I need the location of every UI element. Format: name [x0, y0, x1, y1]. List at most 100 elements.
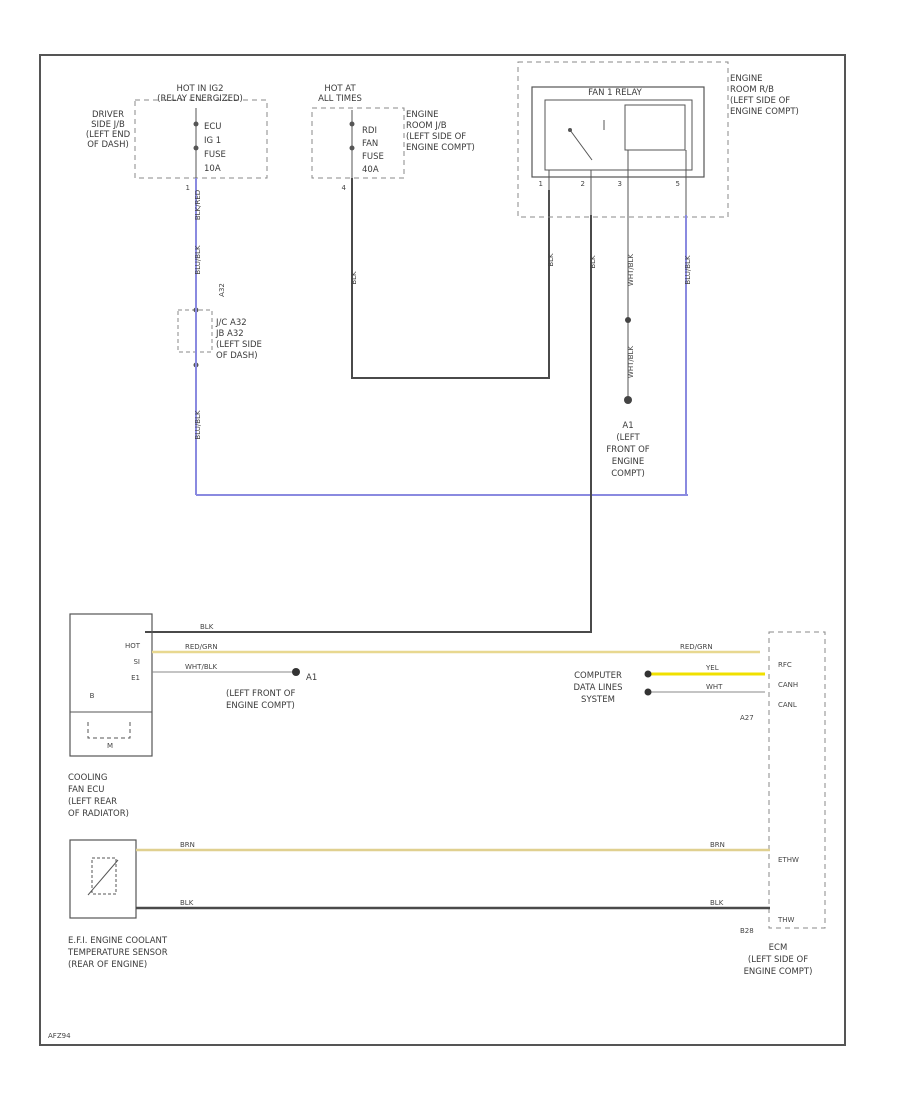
- fuse1-bottom-dot: [193, 145, 199, 151]
- relay-pin-3: 3: [618, 180, 622, 188]
- fuse2-value: FAN: [362, 139, 378, 149]
- footer-code: AFZ94: [48, 1032, 71, 1040]
- ground1-label-3: ENGINE: [612, 457, 645, 467]
- fan-ecu-label-2: FAN ECU: [68, 785, 105, 795]
- driver-jb-label-2: SIDE J/B: [91, 120, 125, 130]
- sensor-label-3: (REAR OF ENGINE): [68, 960, 147, 970]
- canl-dot: [644, 688, 652, 696]
- jc-a32-label-4: OF DASH): [216, 351, 258, 361]
- ground1-label-2: FRONT OF: [606, 445, 649, 455]
- wire-code-blu-blk-1: BLU/BLK: [194, 245, 202, 275]
- ecm-label-2: (LEFT SIDE OF: [748, 955, 808, 965]
- jc-a32-label-1: J/C A32: [215, 318, 247, 328]
- hot-ig-sub-label: (RELAY ENERGIZED): [157, 94, 243, 104]
- erjb-label-1: ENGINE: [406, 110, 439, 120]
- sensor-label-2: TEMPERATURE SENSOR: [67, 948, 168, 958]
- diagram-frame: [39, 54, 846, 1046]
- driver-jb-label-3: (LEFT END: [86, 130, 131, 140]
- ecu-pin-m: M: [107, 742, 113, 750]
- ecm-pin-canl: CANL: [778, 701, 797, 709]
- fan-ecu-label-3: (LEFT REAR: [68, 797, 117, 807]
- wire-black-relay-ecu: [145, 215, 592, 633]
- ecu-pin-si: SI: [133, 658, 140, 666]
- engine-room-jb-box: [311, 107, 405, 179]
- wire-code-blk-6: BLK: [710, 899, 724, 907]
- wire-code-blu-blk-3: BLU/BLK: [684, 255, 692, 285]
- ecm-pin-canh: CANH: [778, 681, 798, 689]
- fuse1-name: ECU: [204, 122, 222, 132]
- coolant-sensor-box: [69, 839, 137, 919]
- wire-code-brn-2: BRN: [710, 841, 725, 849]
- ecm-box: [768, 631, 826, 929]
- ecu-motor-symbol: [87, 722, 131, 739]
- cooling-fan-ecu: [69, 613, 153, 757]
- ecu-pin-e: E1: [131, 674, 140, 682]
- wire-code-blu-blk-2: BLU/BLK: [194, 410, 202, 440]
- fan-relay-inner: [544, 99, 693, 171]
- ground1-name: A1: [622, 421, 633, 431]
- relay-coil: [624, 104, 686, 151]
- jc-a32-label-2: JB A32: [215, 329, 244, 339]
- driver-jb-label-4: OF DASH): [87, 140, 129, 150]
- fuse2-type: FUSE: [362, 152, 384, 162]
- ground1-label-1: (LEFT: [616, 433, 640, 443]
- ecm-pin-rfc: RFC: [778, 661, 792, 669]
- ecu-pin-hot: HOT: [125, 642, 141, 650]
- computer-label-1: COMPUTER: [574, 671, 622, 681]
- errb-label-4: ENGINE COMPT): [730, 107, 799, 117]
- fuse1-top-dot: [193, 121, 199, 127]
- relay-switch-contact: [569, 129, 593, 161]
- ecm-pin-thw: THW: [777, 916, 795, 924]
- ecu-pin-b: B: [90, 692, 95, 700]
- hot-at-label: HOT AT: [324, 84, 356, 94]
- coolant-sensor-arrow: [87, 859, 119, 896]
- ground2-point: [292, 668, 300, 676]
- wire-code-blk-2: BLK: [547, 253, 555, 267]
- sensor-label-1: E.F.I. ENGINE COOLANT: [68, 936, 168, 946]
- computer-label-3: SYSTEM: [581, 695, 615, 705]
- errb-label-3: (LEFT SIDE OF: [730, 96, 790, 106]
- ground1-splice: [625, 317, 631, 323]
- errb-label-1: ENGINE: [730, 74, 763, 84]
- jc-a32-top-label: A32: [218, 283, 226, 297]
- fan-ecu-label-4: OF RADIATOR): [68, 809, 129, 819]
- wire-black-fuse2-relay: [351, 178, 550, 379]
- driver-jb-box: [134, 99, 268, 179]
- wire-code-blk-5: BLK: [180, 899, 194, 907]
- relay-pin-2: 2: [581, 180, 585, 188]
- ecm-label-1: ECM: [769, 943, 788, 953]
- hot-at-sub-label: ALL TIMES: [318, 94, 362, 104]
- hot-ig-label: HOT IN IG2: [176, 84, 223, 94]
- fuse1-amp: 10A: [204, 164, 221, 174]
- ecm-connector-a27: A27: [740, 714, 754, 722]
- wire-code-red-grn-2: RED/GRN: [680, 643, 713, 651]
- ecm-connector-b28: B28: [740, 927, 754, 935]
- fuse2-top-dot: [349, 121, 355, 127]
- wire-code-blk-3: BLK: [589, 255, 597, 269]
- ground1-label-4: COMPT): [611, 469, 645, 479]
- wire-code-red-grn-1: RED/GRN: [185, 643, 218, 651]
- ground2-label-2: ENGINE COMPT): [226, 701, 295, 711]
- fuse2-bottom-dot: [349, 145, 355, 151]
- relay-pin-1: 1: [539, 180, 543, 188]
- wire-code-blk-4: BLK: [200, 623, 214, 631]
- relay-pin-4: 5: [676, 180, 680, 188]
- errb-label-2: ROOM R/B: [730, 85, 774, 95]
- wire-code-wht: WHT: [706, 683, 723, 691]
- computer-label-2: DATA LINES: [574, 683, 623, 693]
- engine-room-rb-box: [517, 61, 729, 218]
- wire-code-blk-red: BLK/RED: [194, 190, 202, 220]
- relay-switch-dot: [568, 128, 572, 132]
- erjb-label-4: ENGINE COMPT): [406, 143, 475, 153]
- ground2-label-1: (LEFT FRONT OF: [226, 689, 295, 699]
- wire-code-wht-blk-3: WHT/BLK: [185, 663, 218, 671]
- fuse2-pin: 4: [342, 184, 347, 192]
- ecm-pin-ethw: ETHW: [778, 856, 799, 864]
- erjb-label-2: ROOM J/B: [406, 121, 447, 131]
- fuse2-name: RDI: [362, 126, 377, 136]
- fuse1-value: IG 1: [204, 136, 221, 146]
- driver-jb-label-1: DRIVER: [92, 110, 124, 120]
- fuse1-type: FUSE: [204, 150, 226, 160]
- coolant-sensor-element: [91, 857, 117, 895]
